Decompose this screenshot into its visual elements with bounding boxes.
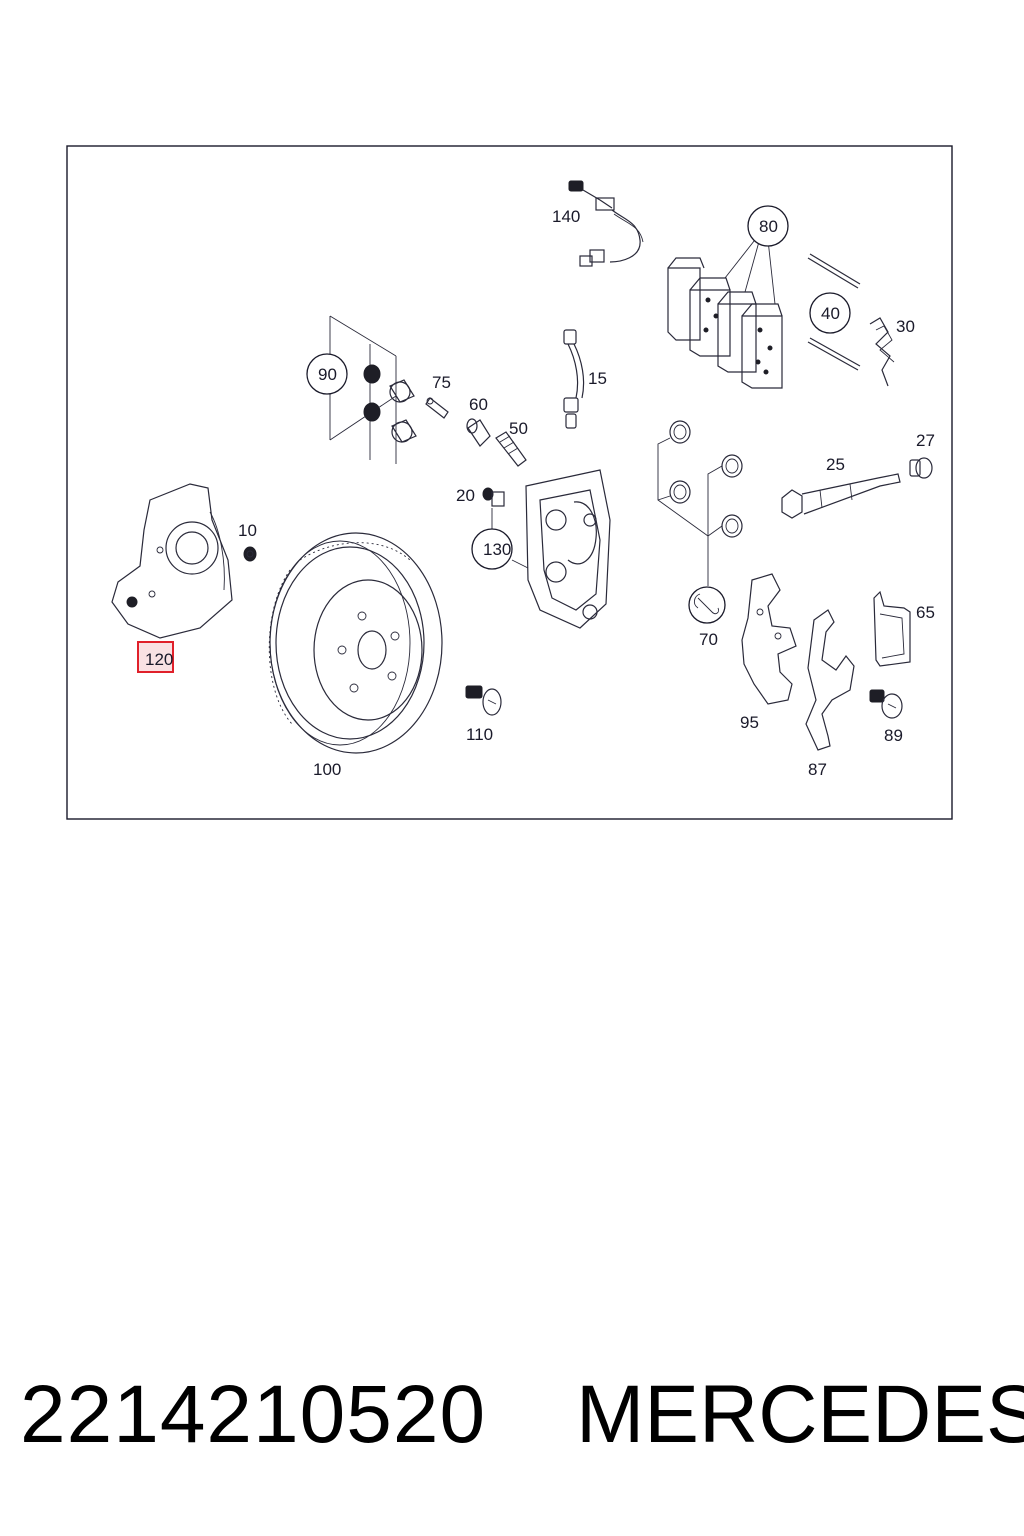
diagram-frame	[66, 145, 953, 820]
wrench-icon	[693, 593, 719, 615]
dust-cap-60[interactable]	[466, 418, 491, 447]
label-80[interactable]: 80	[759, 217, 778, 236]
label-70[interactable]: 70	[699, 630, 718, 649]
callout-70[interactable]	[688, 586, 726, 624]
brand-name: MERCEDES	[576, 1369, 1024, 1460]
label-87[interactable]: 87	[808, 760, 827, 779]
label-10[interactable]: 130	[483, 540, 511, 559]
wear-sensor-140[interactable]	[568, 180, 644, 267]
label-50[interactable]: 50	[509, 419, 528, 438]
repair-kit-70[interactable]	[657, 420, 743, 586]
label-40[interactable]: 40	[821, 304, 840, 323]
label-89[interactable]: 89	[884, 726, 903, 745]
highlight-box-120[interactable]	[137, 641, 174, 673]
bracket-95[interactable]	[741, 573, 797, 705]
label-15[interactable]: 15	[588, 369, 607, 388]
label-25[interactable]: 25	[826, 455, 845, 474]
guide-pins-40[interactable]	[807, 253, 861, 371]
bolt-89[interactable]	[869, 689, 903, 719]
label-140[interactable]: 140	[552, 207, 580, 226]
brake-pads-80[interactable]	[667, 257, 783, 389]
label-75[interactable]: 75	[432, 373, 451, 392]
bleed-valve-50[interactable]	[495, 431, 527, 467]
label-90[interactable]: 90	[318, 365, 337, 384]
label-95[interactable]: 95	[740, 713, 759, 732]
label-120[interactable]: 120	[145, 650, 173, 669]
screw-110[interactable]	[465, 685, 502, 716]
bleeder-75[interactable]	[425, 397, 449, 419]
part-number: 2214210520	[20, 1369, 487, 1460]
label-130[interactable]: 10	[238, 521, 257, 540]
label-65[interactable]: 65	[916, 603, 935, 622]
slide-pin-25[interactable]	[781, 473, 901, 519]
label-110[interactable]: 110	[466, 725, 493, 744]
brake-hose-15[interactable]	[563, 329, 585, 429]
label-100[interactable]: 100	[313, 760, 341, 779]
callout-80[interactable]	[747, 205, 789, 247]
brake-caliper-10[interactable]	[525, 469, 611, 629]
label-30[interactable]: 30	[896, 317, 915, 336]
spring-clip-30[interactable]	[869, 317, 895, 387]
bolt-27[interactable]	[909, 457, 933, 479]
callout-40[interactable]	[809, 292, 851, 334]
callout-90[interactable]	[306, 353, 348, 395]
label-20[interactable]: 20	[456, 486, 475, 505]
footer: 2214210520 MERCEDES	[20, 1368, 1024, 1478]
label-60[interactable]: 60	[469, 395, 488, 414]
brake-disc-100[interactable]	[268, 532, 443, 754]
label-27[interactable]: 27	[916, 431, 935, 450]
nut-130[interactable]	[243, 546, 257, 562]
pad-plate-65[interactable]	[873, 590, 911, 667]
spring-87[interactable]	[805, 609, 855, 751]
bolt-20[interactable]	[482, 487, 505, 507]
dust-shield-120[interactable]	[111, 483, 233, 639]
callout-10[interactable]	[471, 528, 513, 570]
seal-kit-90[interactable]	[329, 315, 417, 464]
